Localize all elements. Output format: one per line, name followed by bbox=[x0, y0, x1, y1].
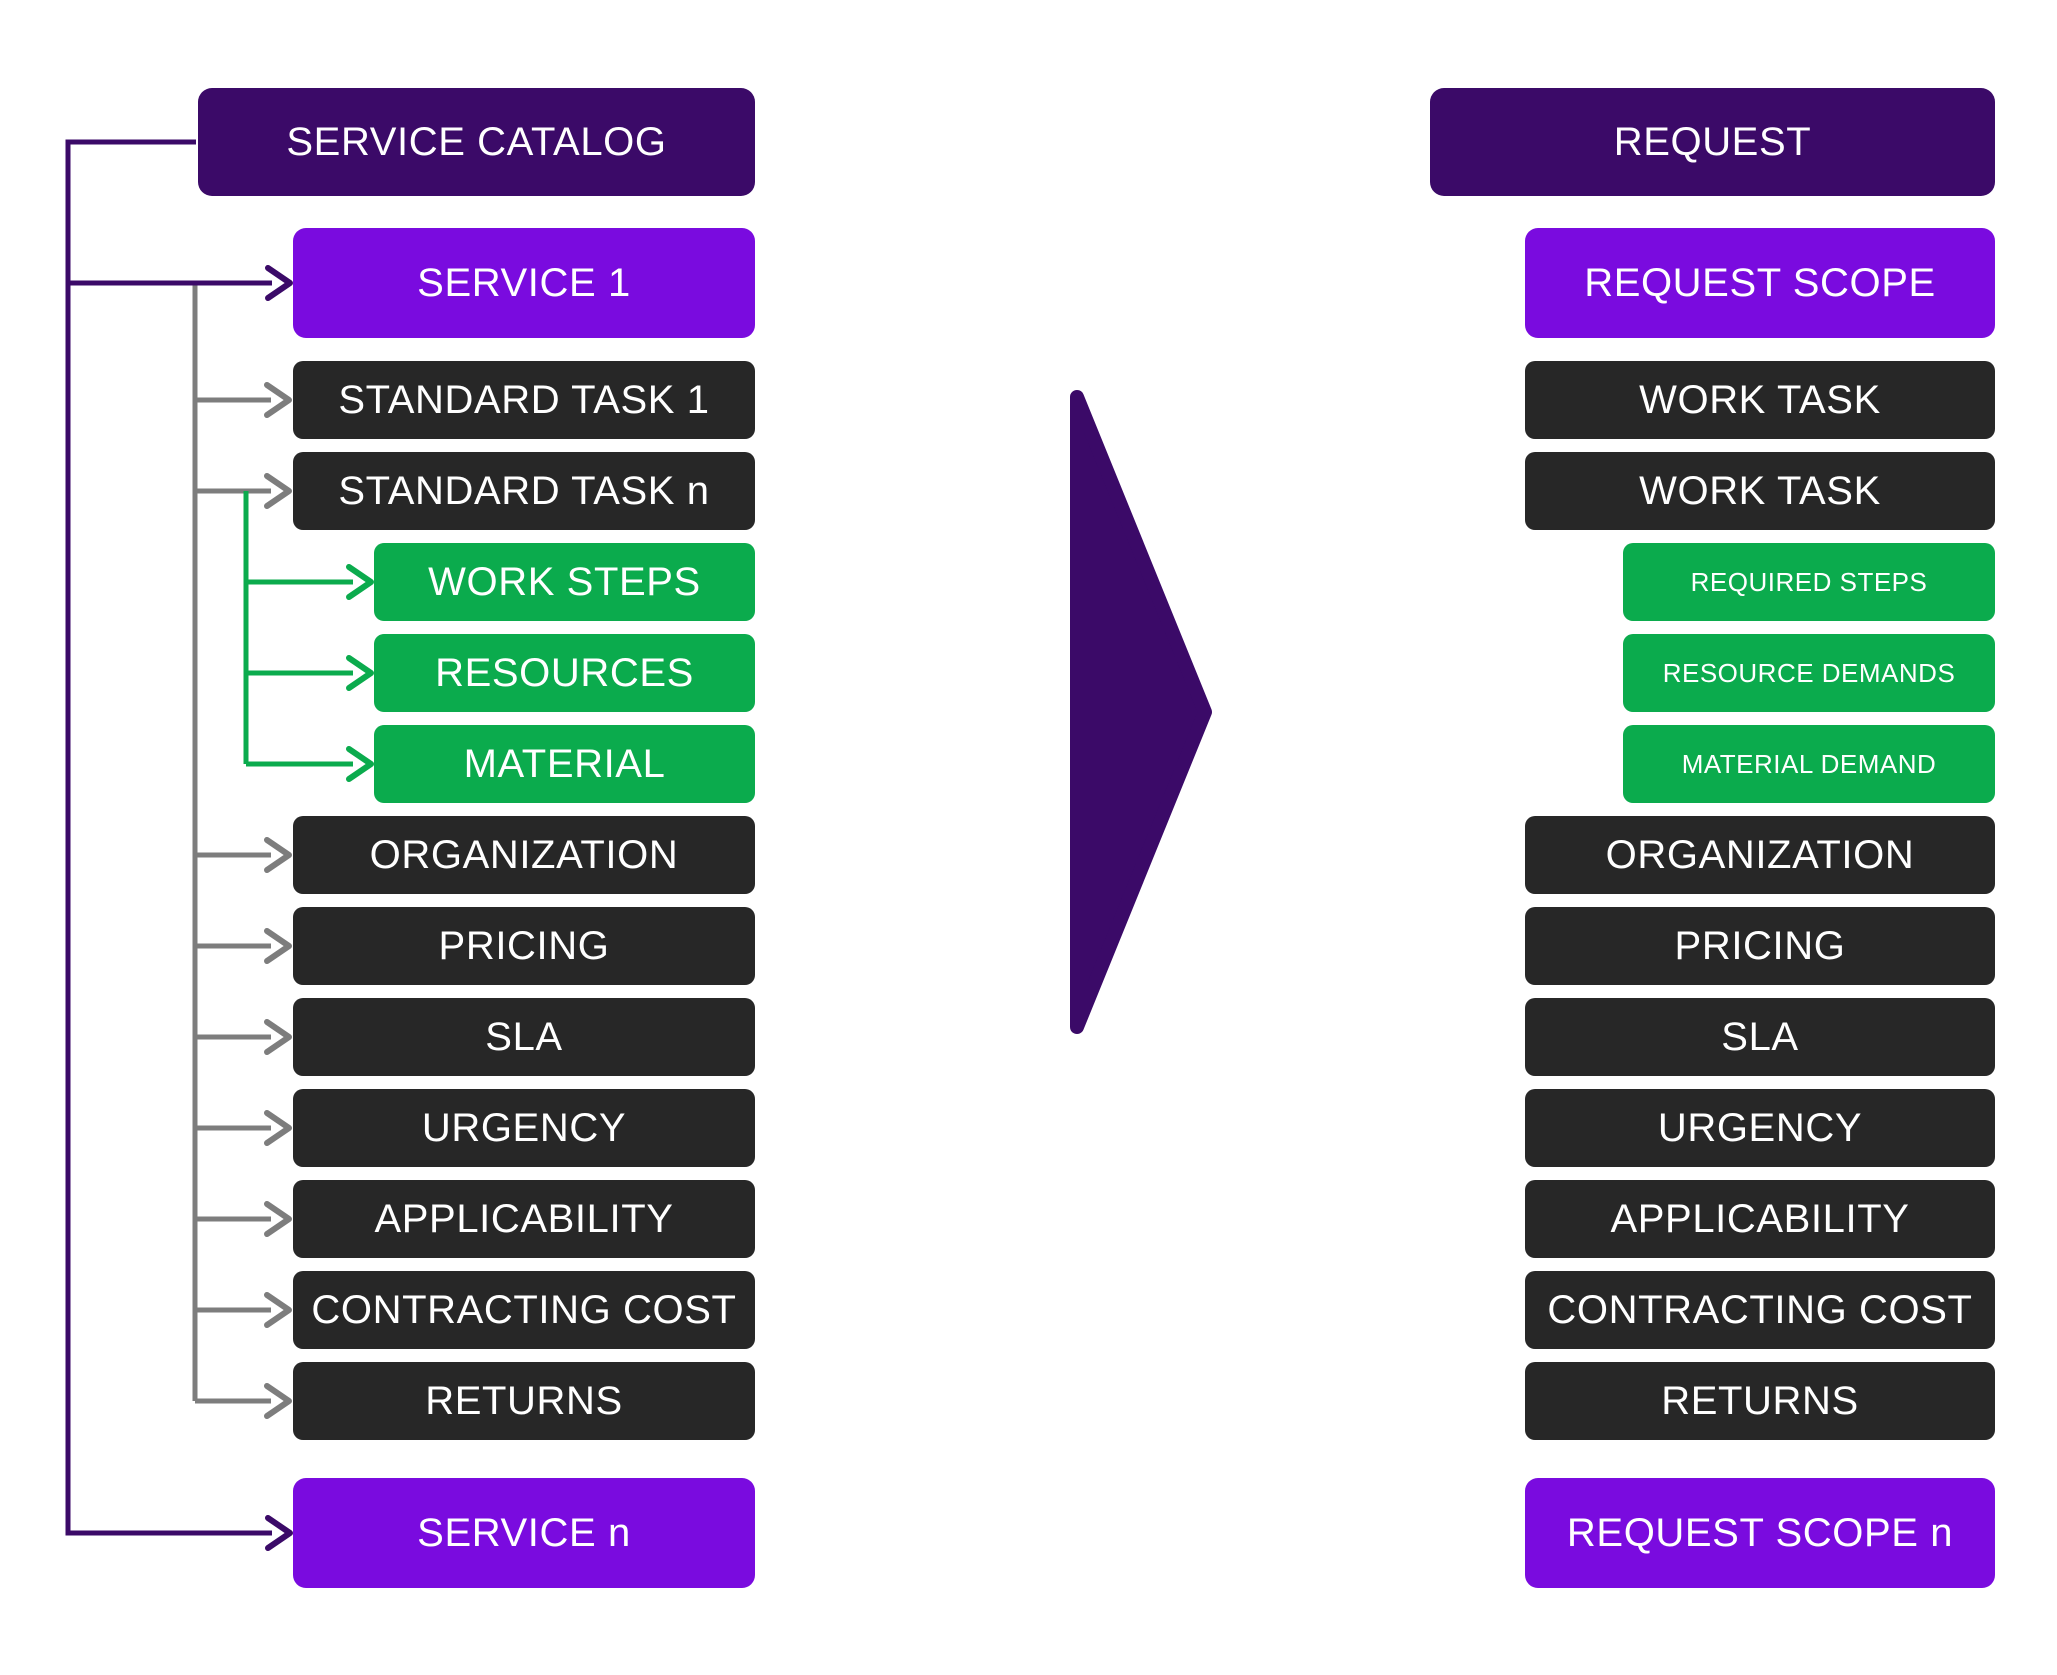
arrowhead-icon bbox=[264, 1292, 292, 1328]
box-pricing-left: PRICING bbox=[293, 907, 755, 985]
box-work-task-2: WORK TASK bbox=[1525, 452, 1995, 530]
box-resources: RESOURCES bbox=[374, 634, 755, 712]
box-request: REQUEST bbox=[1430, 88, 1995, 196]
box-material-demand: MATERIAL DEMAND bbox=[1623, 725, 1995, 803]
arrowhead-icon bbox=[264, 837, 292, 873]
arrowhead-icon bbox=[265, 1515, 293, 1551]
box-organization-left: ORGANIZATION bbox=[293, 816, 755, 894]
arrowhead-icon bbox=[264, 1201, 292, 1237]
box-sla-left: SLA bbox=[293, 998, 755, 1076]
box-pricing-right: PRICING bbox=[1525, 907, 1995, 985]
box-request-scope: REQUEST SCOPE bbox=[1525, 228, 1995, 338]
arrowhead-icon bbox=[264, 473, 292, 509]
box-service-1: SERVICE 1 bbox=[293, 228, 755, 338]
box-request-scope-n: REQUEST SCOPE n bbox=[1525, 1478, 1995, 1588]
box-applicability-right: APPLICABILITY bbox=[1525, 1180, 1995, 1258]
box-standard-task-1: STANDARD TASK 1 bbox=[293, 361, 755, 439]
box-contracting-cost-right: CONTRACTING COST bbox=[1525, 1271, 1995, 1349]
arrowhead-icon bbox=[346, 564, 374, 600]
box-resource-demands: RESOURCE DEMANDS bbox=[1623, 634, 1995, 712]
box-contracting-cost-left: CONTRACTING COST bbox=[293, 1271, 755, 1349]
transform-arrow-icon bbox=[1070, 390, 1212, 1034]
box-sla-right: SLA bbox=[1525, 998, 1995, 1076]
box-required-steps: REQUIRED STEPS bbox=[1623, 543, 1995, 621]
arrowhead-icon bbox=[264, 1383, 292, 1419]
box-work-steps: WORK STEPS bbox=[374, 543, 755, 621]
task-connector-lines bbox=[192, 283, 292, 1419]
catalog-connector-lines bbox=[65, 139, 293, 1551]
box-urgency-right: URGENCY bbox=[1525, 1089, 1995, 1167]
box-applicability-left: APPLICABILITY bbox=[293, 1180, 755, 1258]
arrowhead-icon bbox=[346, 746, 374, 782]
arrowhead-icon bbox=[264, 382, 292, 418]
arrowhead-icon bbox=[265, 265, 293, 301]
arrowhead-icon bbox=[264, 928, 292, 964]
arrowhead-icon bbox=[264, 1019, 292, 1055]
arrowhead-icon bbox=[346, 655, 374, 691]
box-standard-task-n: STANDARD TASK n bbox=[293, 452, 755, 530]
box-service-n: SERVICE n bbox=[293, 1478, 755, 1588]
arrowhead-icon bbox=[264, 1110, 292, 1146]
box-organization-right: ORGANIZATION bbox=[1525, 816, 1995, 894]
box-service-catalog: SERVICE CATALOG bbox=[198, 88, 755, 196]
box-urgency-left: URGENCY bbox=[293, 1089, 755, 1167]
detail-connector-lines bbox=[243, 491, 374, 782]
box-work-task-1: WORK TASK bbox=[1525, 361, 1995, 439]
box-returns-left: RETURNS bbox=[293, 1362, 755, 1440]
box-material: MATERIAL bbox=[374, 725, 755, 803]
box-returns-right: RETURNS bbox=[1525, 1362, 1995, 1440]
